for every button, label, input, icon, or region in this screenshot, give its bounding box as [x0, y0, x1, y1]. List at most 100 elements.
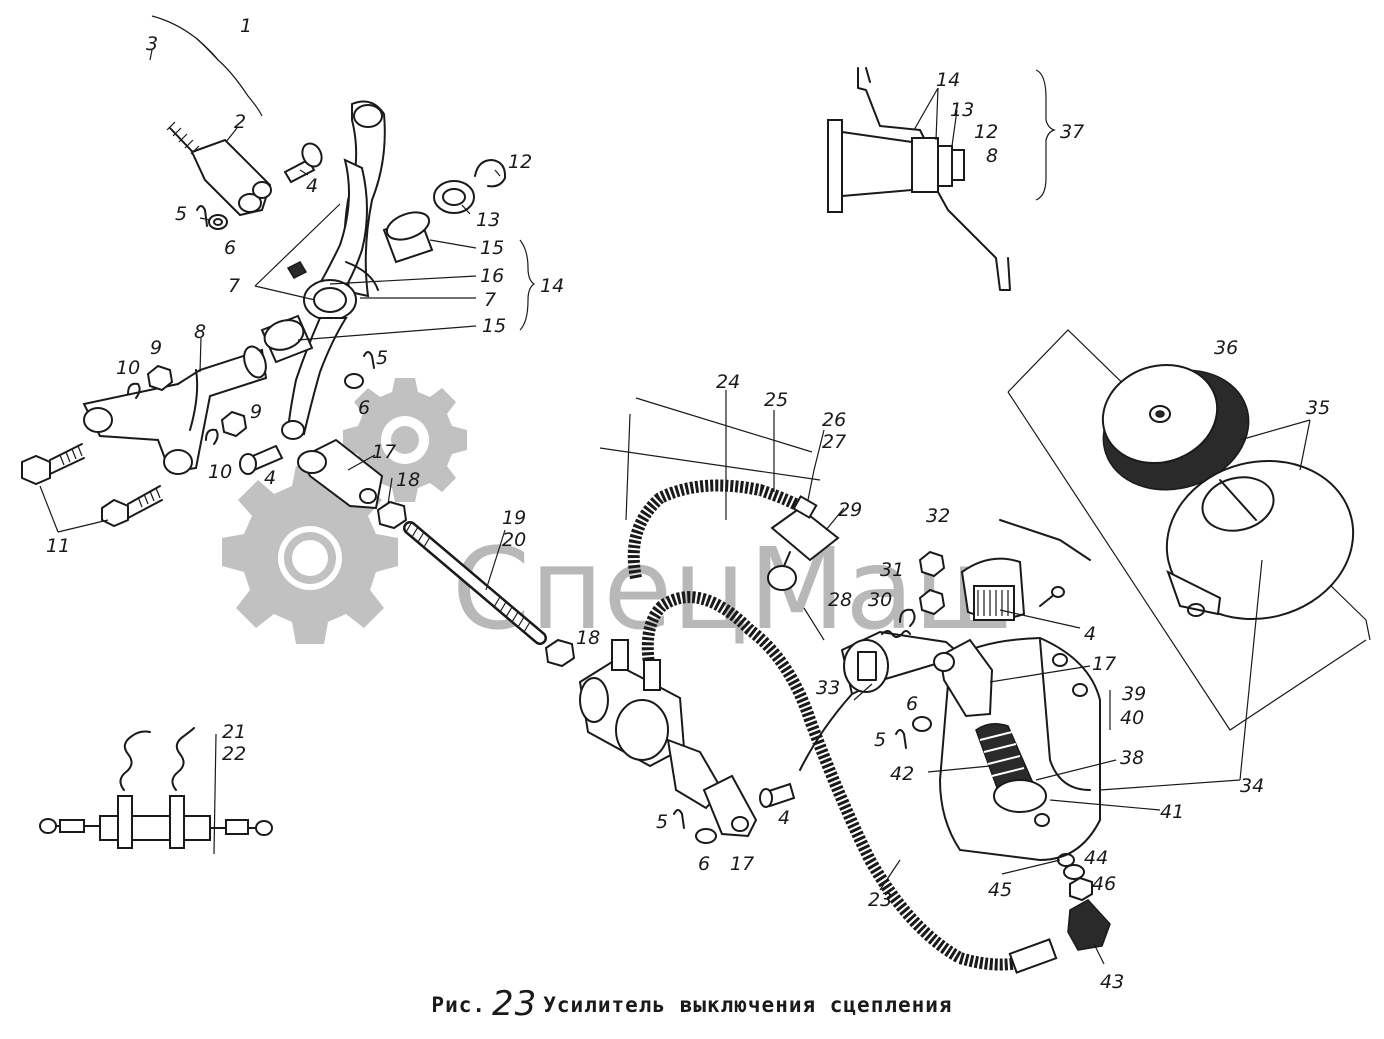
fitting-43-46	[1008, 853, 1111, 974]
fork-17-lower	[702, 774, 758, 838]
callout-label: 19	[502, 507, 526, 529]
callout-label: 20	[502, 529, 526, 551]
callout-label: 11	[46, 535, 70, 557]
callout-labels: 1 3 2 4 5 6 12 13 15 16 7 7 14 15 8 9 10…	[46, 15, 1330, 993]
washer-6-lower	[695, 828, 717, 844]
cab-panel-outline	[599, 397, 825, 641]
callout-label: 13	[476, 209, 500, 231]
boot-42	[975, 723, 1047, 813]
watermark-large-gear	[222, 466, 398, 644]
valve-29	[767, 495, 840, 591]
callout-label: 43	[1100, 971, 1124, 993]
callout-label: 5	[656, 811, 668, 833]
shaft-8-bracket	[82, 345, 268, 475]
caption-number: 23	[492, 984, 538, 1024]
callout-label: 8	[194, 321, 206, 343]
callout-label: 21	[222, 721, 246, 743]
bolts-11	[21, 443, 163, 528]
callout-label: 39	[1122, 683, 1146, 705]
callout-label: 24	[716, 371, 740, 393]
washer-6-top	[208, 214, 228, 230]
callout-label: 37	[1060, 121, 1084, 143]
washer-6-mid	[344, 373, 364, 389]
ring-10-right	[205, 428, 219, 445]
callout-label: 31	[880, 559, 904, 581]
callout-label: 18	[396, 469, 420, 491]
caption-title: Усилитель выключения сцепления	[543, 993, 953, 1017]
callout-label: 4	[778, 807, 790, 829]
pin-4-right	[1039, 586, 1065, 607]
leader-lines	[39, 49, 1311, 965]
spring-30	[881, 630, 911, 638]
callout-label: 6	[698, 853, 710, 875]
callout-label: 42	[890, 763, 914, 785]
callout-label: 38	[1120, 747, 1144, 769]
fork-17-right	[933, 638, 994, 718]
callout-label: 5	[874, 729, 886, 751]
callout-label: 17	[372, 441, 396, 463]
cotter-5-lower	[673, 809, 685, 829]
pin-4-lower	[759, 782, 796, 808]
callout-label: 15	[482, 315, 506, 337]
lever-7-pair	[281, 100, 386, 440]
washer-13-top	[433, 180, 475, 214]
rod-assembly-3	[95, 57, 272, 217]
callout-label: 41	[1160, 801, 1184, 823]
callout-label: 45	[988, 879, 1012, 901]
housing-35	[1165, 459, 1355, 621]
callout-label: 32	[926, 505, 950, 527]
bracket-assembly-37	[827, 67, 1056, 291]
nut-18-mid	[376, 500, 408, 530]
cover-36	[1101, 363, 1250, 491]
callout-label: 35	[1306, 397, 1330, 419]
callout-label: 16	[480, 265, 504, 287]
valve-body-main	[578, 639, 724, 810]
callout-label: 12	[508, 151, 532, 173]
callout-label: 17	[1092, 653, 1116, 675]
callout-label: 9	[150, 337, 162, 359]
callout-label: 17	[730, 853, 754, 875]
pin-4-top	[283, 142, 323, 184]
callout-label: 5	[175, 203, 187, 225]
bracket-14-left	[519, 239, 536, 331]
callout-label: 33	[816, 677, 840, 699]
callout-label: 8	[986, 145, 998, 167]
washer-6-right	[912, 716, 932, 732]
callout-label: 27	[822, 431, 846, 453]
nut-18-lower	[544, 638, 576, 668]
callout-label: 10	[116, 357, 140, 379]
grease-fitting-16	[286, 261, 308, 279]
nut-9-left	[146, 364, 174, 392]
sensor-assembly-21-22	[39, 727, 273, 855]
callout-label: 3	[146, 33, 158, 55]
callout-label: 46	[1092, 873, 1116, 895]
callout-label: 18	[576, 627, 600, 649]
callout-label: 14	[936, 69, 960, 91]
callout-label: 30	[868, 589, 892, 611]
callout-label: 15	[480, 237, 504, 259]
cotter-5-top	[196, 205, 208, 227]
callout-label: 14	[540, 275, 564, 297]
shaft-32	[918, 550, 1026, 621]
hose-23	[641, 591, 1032, 971]
callout-label: 4	[1084, 623, 1096, 645]
callout-label: 26	[822, 409, 846, 431]
bushing-15-bottom	[260, 314, 314, 364]
nut-9-right	[220, 410, 248, 438]
callout-label: 22	[222, 743, 246, 765]
lever-33	[799, 630, 965, 771]
ring-31	[899, 608, 916, 627]
callout-label: 13	[950, 99, 974, 121]
callout-label: 25	[764, 389, 788, 411]
callout-label: 23	[868, 889, 892, 911]
callout-label: 1	[240, 15, 252, 37]
watermark-gears: СпецМаш	[222, 378, 1016, 655]
callout-label: 29	[838, 499, 862, 521]
callout-label: 44	[1084, 847, 1108, 869]
callout-label: 12	[974, 121, 998, 143]
bracket-1	[151, 15, 263, 117]
callout-label: 34	[1240, 775, 1264, 797]
cotter-5-right	[895, 729, 907, 749]
